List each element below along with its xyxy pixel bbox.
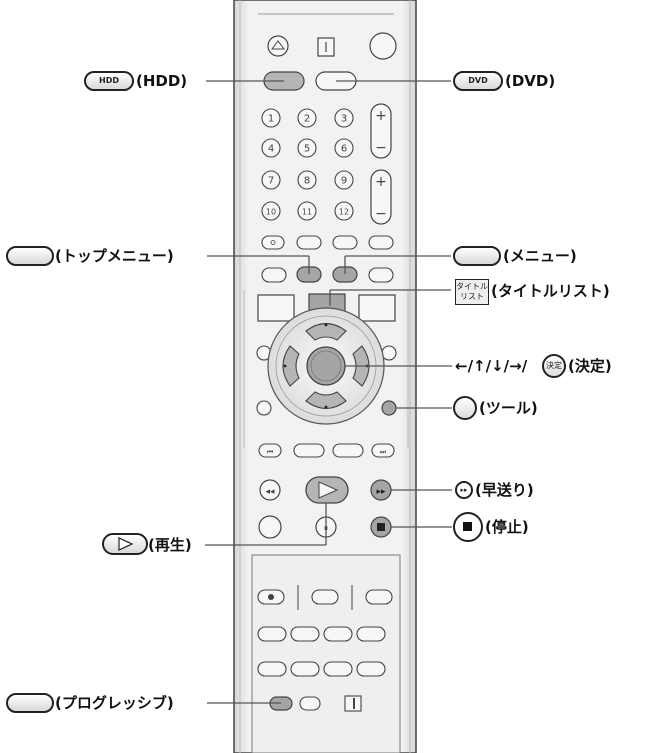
left-arrow-key <box>282 345 300 387</box>
title-list-key-bottom: リスト <box>460 292 484 301</box>
number-key-8 <box>297 170 317 190</box>
lower-panel-key <box>257 626 287 642</box>
svg-text:+: + <box>375 108 387 124</box>
svg-text:◂◂: ◂◂ <box>265 487 275 497</box>
play-key-icon <box>102 533 148 555</box>
svg-text:⏭: ⏭ <box>380 448 387 456</box>
lower-panel-key <box>356 626 386 642</box>
number-key-3 <box>334 108 354 128</box>
menu-label: (メニュー) <box>503 247 577 265</box>
number-key-6 <box>334 138 354 158</box>
tools-label: (ツール) <box>479 399 538 417</box>
svg-text:▸▸: ▸▸ <box>376 487 386 497</box>
rocker-lower <box>370 169 392 225</box>
number-key-label: 1 <box>268 114 274 125</box>
lower-panel-key <box>323 626 353 642</box>
number-key-label: 12 <box>339 208 349 217</box>
number-key-label: 4 <box>268 144 274 155</box>
number-key-5 <box>297 138 317 158</box>
progressive-key-icon <box>6 693 54 713</box>
number-key-label: 11 <box>302 208 312 217</box>
dvd-label: (DVD) <box>505 72 556 90</box>
hdd-key-icon: HDD <box>84 71 134 91</box>
lower-panel-key <box>290 626 320 642</box>
tools-key-icon <box>453 396 477 420</box>
title-list-key-top: タイトル <box>456 282 488 291</box>
lower-panel-key <box>290 661 320 677</box>
tools-remote-key <box>381 400 397 416</box>
title-list-label: (タイトルリスト) <box>491 282 610 300</box>
number-key-1 <box>261 108 281 128</box>
top-menu-label: (トップメニュー) <box>55 247 174 265</box>
number-key-label: 5 <box>304 144 310 155</box>
lower-panel-key <box>323 661 353 677</box>
up-arrow-key <box>305 322 347 341</box>
number-key-4 <box>261 138 281 158</box>
stop-key-icon <box>453 512 483 542</box>
number-key-2 <box>297 108 317 128</box>
lower-panel-key <box>356 661 386 677</box>
eject-button <box>267 35 289 57</box>
fast-forward-label: (早送り) <box>475 481 534 499</box>
number-key-7 <box>261 170 281 190</box>
enter-key-icon: 決定 <box>542 354 566 378</box>
title-list-key-icon: タイトル リスト <box>455 279 489 305</box>
down-arrow-key <box>305 391 347 410</box>
stop-label: (停止) <box>485 518 529 536</box>
number-key-10 <box>261 201 281 221</box>
fast-forward-key-icon: ▸▸ <box>455 481 473 499</box>
number-key-label: 3 <box>341 114 347 125</box>
number-key-label: 10 <box>266 208 276 217</box>
rocker-upper <box>370 103 392 159</box>
dvd-key-icon: DVD <box>453 71 503 91</box>
menu-key-icon <box>453 246 501 266</box>
number-key-label: 9 <box>341 176 347 187</box>
top-menu-key-icon <box>6 246 54 266</box>
power-button <box>369 32 397 60</box>
arrows-label: ←/↑/↓/→/ <box>455 357 528 375</box>
svg-text:−: − <box>375 206 387 222</box>
svg-text:−: − <box>375 140 387 156</box>
number-key-label: 7 <box>268 176 274 187</box>
number-key-11 <box>297 201 317 221</box>
svg-text:+: + <box>375 174 387 190</box>
number-key-12 <box>334 201 354 221</box>
leader-lines <box>205 80 452 704</box>
svg-text:⏮: ⏮ <box>267 448 273 456</box>
enter-remote-key <box>306 346 346 386</box>
number-key-9 <box>334 170 354 190</box>
play-label: (再生) <box>148 536 192 554</box>
number-key-label: 8 <box>304 176 310 187</box>
hdd-label: (HDD) <box>136 72 188 90</box>
progressive-label: (プログレッシブ) <box>55 694 174 712</box>
lower-panel-key <box>257 661 287 677</box>
number-key-label: 2 <box>304 114 310 125</box>
number-key-label: 6 <box>341 144 347 155</box>
enter-label: (決定) <box>568 357 612 375</box>
